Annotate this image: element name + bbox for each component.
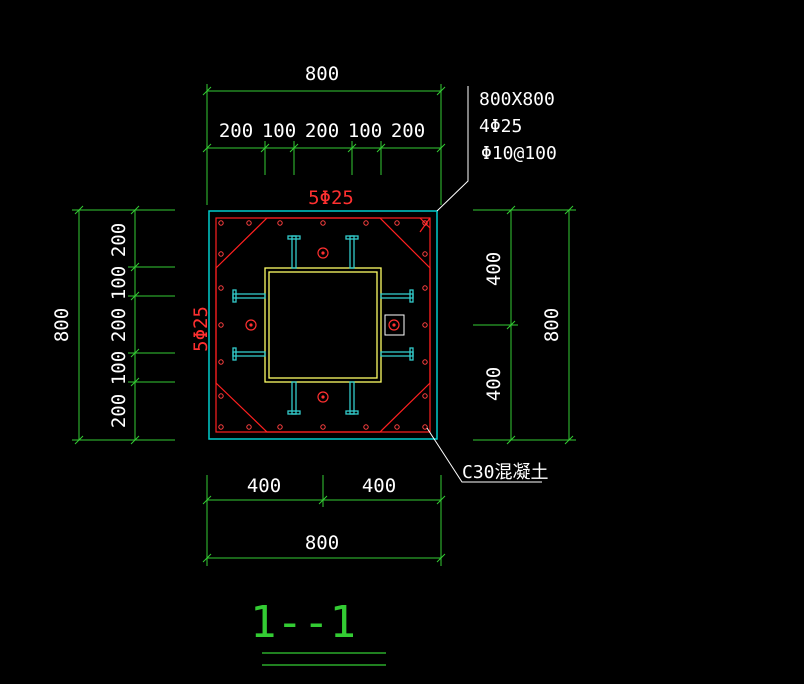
column-stirrup-note: Φ10@100 [481, 143, 557, 164]
shear-studs [232, 235, 414, 415]
top-rebar-label: 5Φ25 [308, 187, 354, 209]
top-segment-dimension: 200 [391, 120, 425, 142]
material-note-leader [426, 427, 542, 483]
left-rebar-label: 5Φ25 [190, 306, 212, 352]
left-segment-dimension: 100 [108, 266, 130, 300]
column-size-note: 800X800 [479, 89, 555, 110]
bottom-segment-dimension: 400 [362, 475, 396, 497]
longitudinal-rebar-dots [218, 220, 428, 430]
bottom-dimension-chain [202, 475, 446, 566]
section-title: 1--1 [250, 597, 356, 648]
left-total-dimension: 800 [51, 308, 73, 342]
left-segment-dimension: 200 [108, 394, 130, 428]
bottom-segment-dimension: 400 [247, 475, 281, 497]
left-dimension-chain [72, 205, 175, 445]
section-title-underline [262, 652, 386, 666]
top-segment-dimension: 100 [348, 120, 382, 142]
top-segment-dimension: 200 [219, 120, 253, 142]
material-note: C30混凝土 [462, 462, 549, 483]
right-total-dimension: 800 [541, 308, 563, 342]
concrete-outline [208, 210, 438, 440]
bottom-total-dimension: 800 [305, 532, 339, 554]
top-segment-dimension: 200 [305, 120, 339, 142]
top-dimension-chain [202, 84, 446, 205]
right-dimension-chain [473, 205, 576, 445]
top-total-dimension: 800 [305, 63, 339, 85]
stirrup-ties [215, 217, 431, 433]
column-bars-note: 4Φ25 [479, 116, 522, 137]
top-segment-dimension: 100 [262, 120, 296, 142]
middle-rebars [245, 247, 405, 403]
column-note-leader [436, 86, 469, 212]
steel-tube [264, 267, 382, 383]
right-segment-dimension: 400 [483, 252, 505, 286]
right-segment-dimension: 400 [483, 367, 505, 401]
left-segment-dimension: 200 [108, 308, 130, 342]
left-segment-dimension: 200 [108, 223, 130, 257]
left-segment-dimension: 100 [108, 351, 130, 385]
